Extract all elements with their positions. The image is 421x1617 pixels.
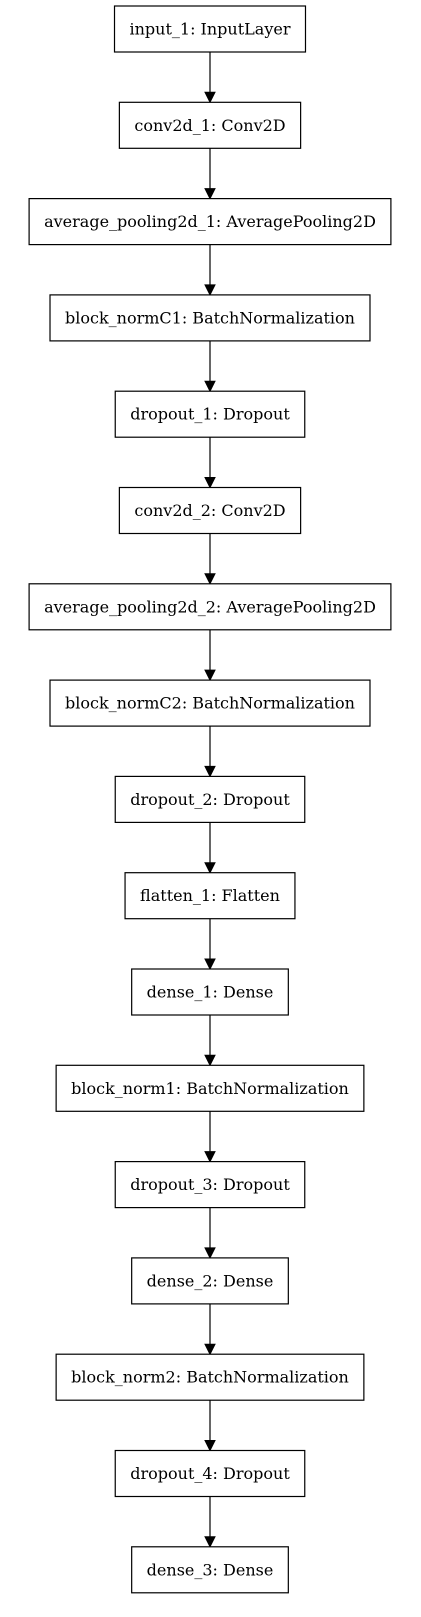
layer-node-box	[55, 1353, 365, 1401]
arrowhead-icon	[204, 91, 216, 104]
layer-node-dropout-3: dropout_3: Dropout	[114, 1160, 306, 1209]
layer-node-dropout-1: dropout_1: Dropout	[114, 390, 306, 438]
layer-node-box	[118, 486, 302, 535]
layer-node-dense-1: dense_1: Dense	[131, 968, 289, 1016]
layer-node-label: flatten_1: Flatten	[140, 886, 280, 905]
edge-arrow-flatten-1-to-dense-1	[204, 918, 216, 971]
layer-node-dense-3: dense_3: Dense	[131, 1546, 289, 1594]
edge-arrow-block-norm1-to-dropout-3	[204, 1111, 216, 1163]
edge-arrow-input-1-to-conv2d-1	[204, 52, 216, 104]
layer-node-label: average_pooling2d_1: AveragePooling2D	[44, 212, 376, 231]
layer-node-box	[28, 583, 392, 631]
layer-node-label: input_1: InputLayer	[130, 20, 291, 39]
edge-arrow-block-normC1-to-dropout-1	[204, 340, 216, 393]
layer-node-box	[114, 1449, 306, 1498]
layer-node-box	[131, 968, 289, 1016]
layer-node-block-normC2: block_normC2: BatchNormalization	[49, 679, 371, 727]
arrowhead-icon	[204, 862, 216, 874]
layer-node-box	[131, 1546, 289, 1594]
layer-node-box	[131, 1257, 289, 1305]
layer-node-label: conv2d_2: Conv2D	[134, 501, 285, 520]
edge-arrow-average-pooling2d-1-to-block-normC1	[204, 244, 216, 297]
layer-node-label: dropout_3: Dropout	[130, 1175, 290, 1194]
layer-node-box	[55, 1064, 365, 1112]
layer-node-dropout-2: dropout_2: Dropout	[114, 775, 306, 824]
layer-node-flatten-1: flatten_1: Flatten	[124, 872, 296, 920]
layer-node-label: dropout_4: Dropout	[130, 1464, 290, 1483]
arrowhead-icon	[204, 1440, 216, 1452]
edge-arrow-dense-2-to-block-norm2	[204, 1303, 216, 1356]
layer-node-box	[113, 5, 307, 53]
layer-node-box	[114, 1160, 306, 1209]
arrowhead-icon	[204, 765, 216, 778]
arrowhead-icon	[204, 573, 216, 585]
arrowhead-icon	[204, 380, 216, 393]
layer-node-dense-2: dense_2: Dense	[131, 1257, 289, 1305]
layer-node-box	[49, 294, 371, 342]
layer-node-average-pooling2d-2: average_pooling2d_2: AveragePooling2D	[28, 583, 392, 631]
layer-node-label: block_normC2: BatchNormalization	[65, 694, 355, 713]
arrowhead-icon	[204, 477, 216, 489]
edge-arrow-dropout-3-to-dense-2	[204, 1207, 216, 1260]
layer-node-label: block_norm1: BatchNormalization	[71, 1079, 349, 1098]
layer-node-block-norm1: block_norm1: BatchNormalization	[55, 1064, 365, 1112]
edge-arrow-conv2d-1-to-average-pooling2d-1	[204, 148, 216, 200]
arrowhead-icon	[204, 1343, 216, 1356]
layer-node-box	[114, 775, 306, 824]
layer-node-dropout-4: dropout_4: Dropout	[114, 1449, 306, 1498]
layer-node-block-norm2: block_norm2: BatchNormalization	[55, 1353, 365, 1401]
arrowhead-icon	[204, 1247, 216, 1260]
layer-node-input-1: input_1: InputLayer	[113, 5, 307, 53]
layer-node-average-pooling2d-1: average_pooling2d_1: AveragePooling2D	[28, 198, 392, 246]
layer-node-label: dropout_2: Dropout	[130, 790, 290, 809]
edge-arrow-dense-1-to-block-norm1	[204, 1015, 216, 1067]
arrowhead-icon	[204, 958, 216, 971]
layer-node-label: average_pooling2d_2: AveragePooling2D	[44, 597, 376, 616]
arrowhead-icon	[204, 1054, 216, 1067]
edge-arrow-average-pooling2d-2-to-block-normC2	[204, 629, 216, 682]
edge-arrow-block-norm2-to-dropout-4	[204, 1400, 216, 1452]
nodes-layer: input_1: InputLayer conv2d_1: Conv2D avera…	[28, 5, 392, 1594]
edge-arrow-dropout-2-to-flatten-1	[204, 822, 216, 874]
edges-layer	[204, 52, 216, 1548]
edge-arrow-dropout-1-to-conv2d-2	[204, 437, 216, 489]
edge-arrow-conv2d-2-to-average-pooling2d-2	[204, 533, 216, 585]
edge-arrow-block-normC2-to-dropout-2	[204, 726, 216, 778]
layer-node-label: block_norm2: BatchNormalization	[71, 1368, 349, 1387]
layer-node-label: dropout_1: Dropout	[130, 405, 290, 424]
arrowhead-icon	[204, 1151, 216, 1163]
arrowhead-icon	[204, 1536, 216, 1548]
layer-node-label: dense_3: Dense	[147, 1560, 274, 1579]
layer-node-label: dense_1: Dense	[147, 983, 274, 1002]
layer-node-conv2d-2: conv2d_2: Conv2D	[118, 486, 302, 535]
layer-node-block-normC1: block_normC1: BatchNormalization	[49, 294, 371, 342]
layer-node-box	[114, 390, 306, 438]
layer-node-box	[28, 198, 392, 246]
arrowhead-icon	[204, 188, 216, 200]
layer-node-label: dense_2: Dense	[147, 1271, 274, 1290]
edge-arrow-dropout-4-to-dense-3	[204, 1496, 216, 1548]
layer-node-box	[49, 679, 371, 727]
layer-node-label: conv2d_1: Conv2D	[134, 116, 285, 135]
arrowhead-icon	[204, 284, 216, 297]
layer-node-box	[118, 101, 302, 149]
layer-node-conv2d-1: conv2d_1: Conv2D	[118, 101, 302, 149]
arrowhead-icon	[204, 669, 216, 682]
layer-node-box	[124, 872, 296, 920]
layer-node-label: block_normC1: BatchNormalization	[65, 308, 355, 327]
